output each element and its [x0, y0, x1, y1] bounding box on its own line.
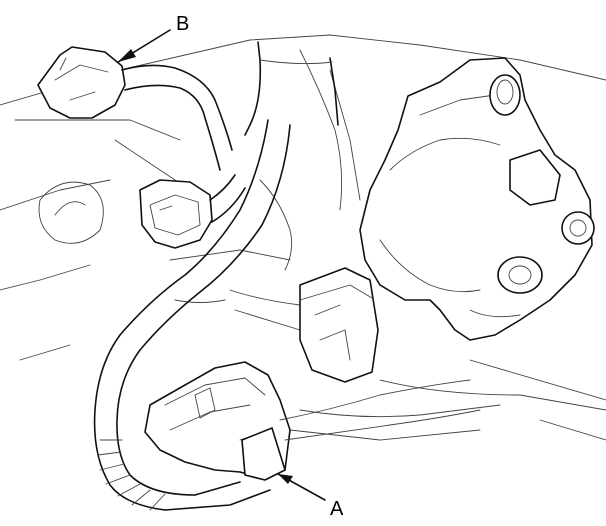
switch-connector — [299, 267, 379, 383]
transmission-body-outline — [0, 34, 606, 441]
connector-b — [37, 46, 126, 119]
callout-leaders — [117, 29, 326, 501]
middle-connector — [139, 179, 213, 249]
callout-label-a: A — [330, 498, 344, 520]
connector-a — [144, 361, 291, 481]
leader-arrowhead-a — [278, 474, 293, 484]
transmission-range-switch — [359, 57, 595, 341]
leader-arrowhead-b — [118, 49, 136, 62]
lower-cables — [279, 379, 481, 441]
cylindrical-housing — [244, 41, 339, 136]
callout-label-b: B — [176, 13, 189, 35]
wire-harness — [93, 64, 291, 511]
